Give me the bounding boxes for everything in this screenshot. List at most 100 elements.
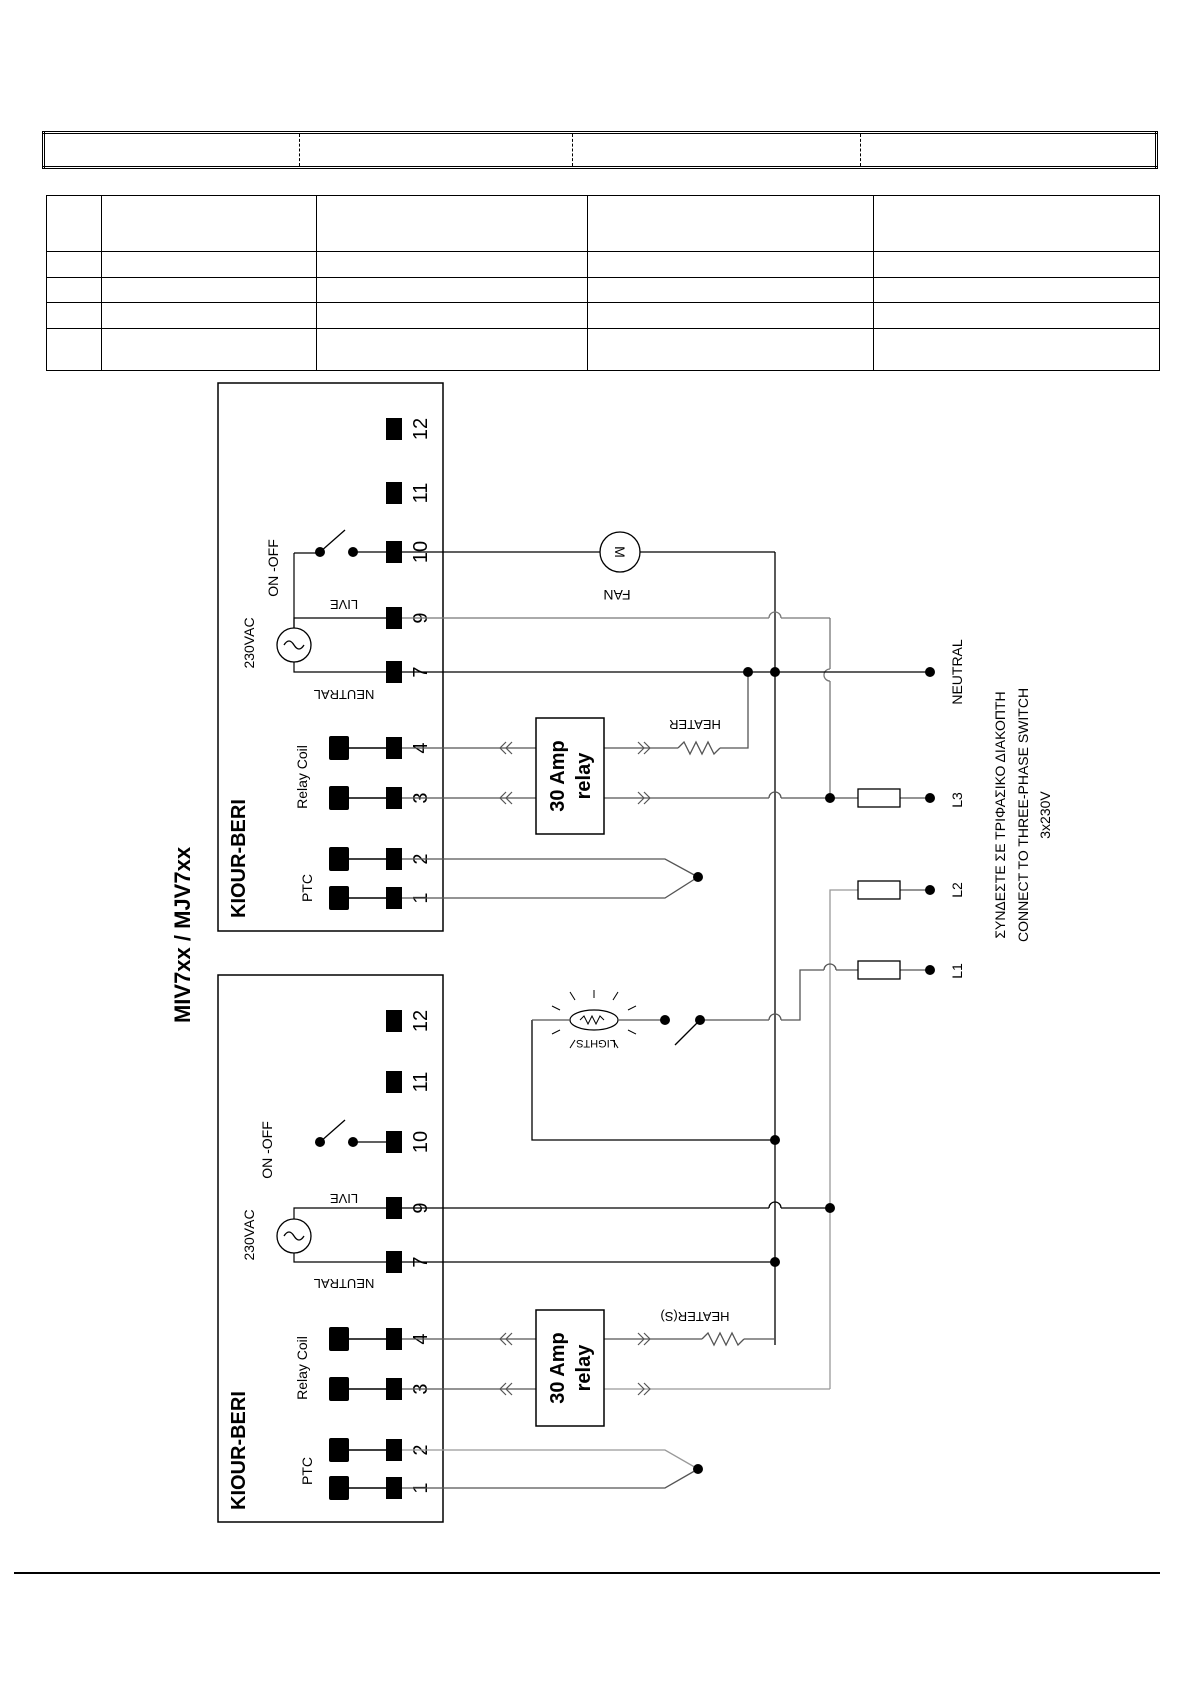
controller-2: KIOUR-BERI PTC Relay Coil NEUTRAL LIVE 2… [217,974,444,1523]
ptc-label: PTC [299,874,315,902]
lights-label: LIGHTS [576,1037,616,1049]
table-cell [46,195,102,252]
phase-label-l2: L2 [949,882,965,898]
junction-dots [693,1203,835,1474]
inner-terminal [329,847,349,871]
upper-wiring [402,551,930,1345]
terminal-block [386,1071,402,1093]
controller-brand: KIOUR-BERI [228,799,250,918]
terminal-block [386,1328,402,1350]
inner-terminal [329,786,349,810]
table-cell [873,277,1160,303]
switch-icon [319,1119,346,1143]
table-cell [316,195,588,252]
fuse-icon [857,788,901,808]
terminal-block [386,1477,402,1499]
switch-icon [319,529,346,553]
table-cell [587,195,874,252]
header-cell [43,132,300,168]
table-cell [101,302,317,329]
table-cell [316,328,588,371]
table-cell [873,328,1160,371]
header-table [42,131,1158,169]
fan-label: FAN [603,587,630,603]
fuse-icon [857,960,901,980]
ptc-label: PTC [299,1457,315,1485]
terminal-block [386,1197,402,1219]
lights-lamp-icon [532,990,640,1049]
controller-1: KIOUR-BERI PTC Relay Coil NEUTRAL LIVE 2… [217,382,444,932]
switch-label: ON -OFF [265,539,281,597]
controller-brand: KIOUR-BERI [228,1391,250,1510]
footer-divider [14,1572,1160,1574]
terminal-block [386,607,402,629]
terminal-block [386,1378,402,1400]
terminal-block [386,1251,402,1273]
phase-label-l1: L1 [949,963,965,979]
terminal-block [386,1439,402,1461]
fuse-icon [857,880,901,900]
table-cell [46,328,102,371]
inner-terminal [329,1476,349,1500]
table-cell [873,251,1160,278]
terminal-number: 12 [410,418,432,440]
terminal-block [386,541,402,563]
controller-box [217,382,444,932]
neutral-label: NEUTRAL [314,687,375,702]
inner-terminal [329,1327,349,1351]
terminal-number: 11 [410,1072,432,1093]
relay-label: relay [573,752,595,800]
terminal-block [386,482,402,504]
table-cell [316,251,588,278]
table-cell [873,195,1160,252]
terminal-number: 11 [410,483,432,504]
heater-label: HEATER [669,717,721,732]
diagram-title: MIV7xx / MJV7xx [170,846,195,1023]
fan-motor-letter: M [612,546,628,558]
supply-note-english: CONNECT TO THREE-PHASE SWITCH [1015,688,1031,942]
supply-note-greek: ΣΥΝΔΕΣΤΕ ΣΕ ΤΡΙΦΑΣΙΚΟ ΔΙΑΚΟΠΤΗ [992,691,1008,938]
neutral-supply-label: NEUTRAL [949,639,965,705]
terminal-number: 12 [410,1010,432,1032]
supply-voltage: 3x230V [1037,791,1053,839]
table-cell [587,302,874,329]
supply-label: 230VAC [241,617,257,668]
terminal-block [386,848,402,870]
neutral-label: NEUTRAL [314,1276,375,1291]
lower-wiring [402,1200,831,1489]
supply-label: 230VAC [241,1209,257,1260]
table-cell [873,302,1160,329]
live-label: LIVE [330,597,359,612]
heater-label: HEATER(S) [660,1309,729,1324]
terminal-block [386,787,402,809]
relay-box [535,717,605,835]
terminal-number: 10 [410,1131,432,1153]
revision-table [46,195,1160,371]
inner-terminal [329,736,349,760]
terminal-block [386,887,402,909]
table-cell [316,302,588,329]
relay-coil-label: Relay Coil [294,745,310,809]
table-cell [101,328,317,371]
relay-label: relay [573,1344,595,1392]
terminal-block [386,1010,402,1032]
relay-box [535,1309,605,1427]
terminal-block [386,737,402,759]
terminal-block [386,661,402,683]
switch-icon [674,1019,701,1046]
inner-terminal [329,1377,349,1401]
table-cell [587,328,874,371]
phase-label-l3: L3 [949,792,965,808]
table-cell [587,277,874,303]
terminal-block [386,418,402,440]
live-label: LIVE [330,1191,359,1206]
relay-label: 30 Amp [547,740,569,812]
switch-label: ON -OFF [259,1121,275,1179]
relay-label: 30 Amp [547,1332,569,1404]
junction-dots [660,667,935,1145]
fan-motor-icon [599,531,641,573]
relay-coil-label: Relay Coil [294,1336,310,1400]
inner-terminal [329,1438,349,1462]
terminal-block [386,1131,402,1153]
